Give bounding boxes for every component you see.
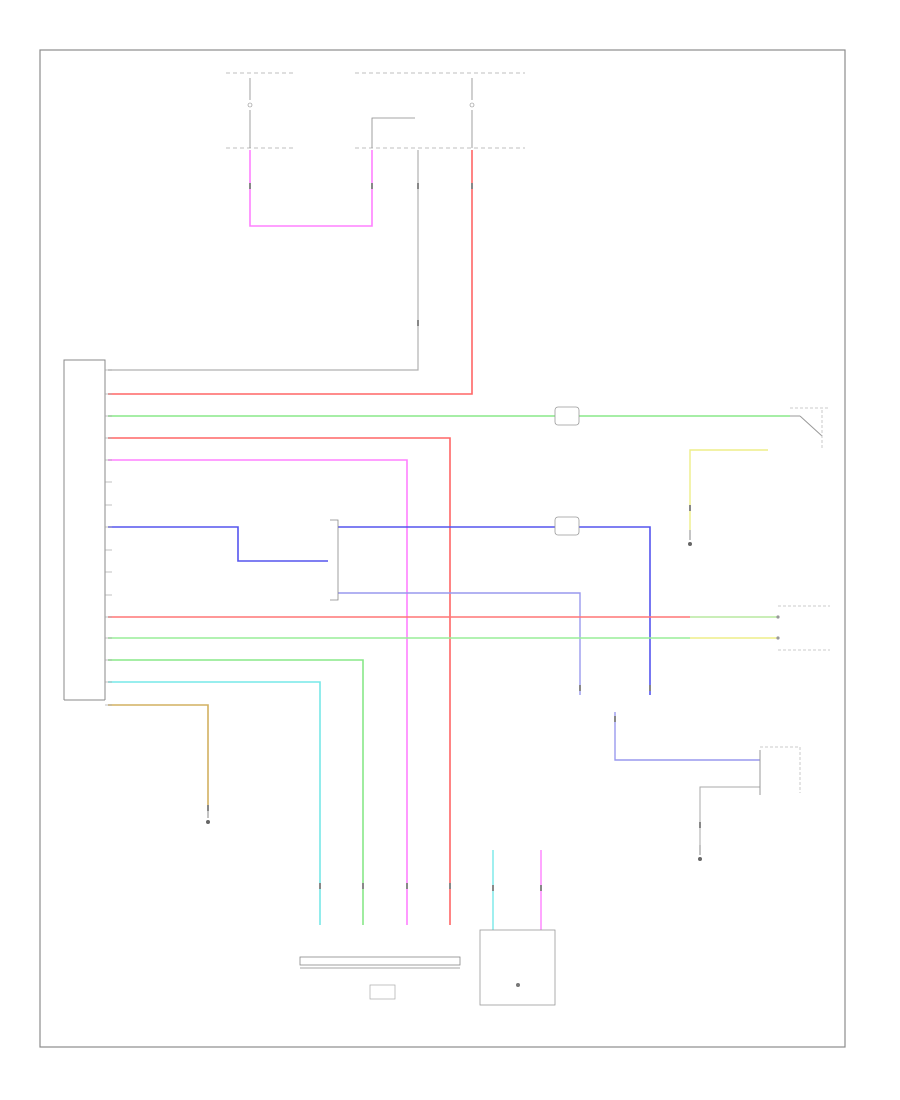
- relay-middle: [554, 516, 580, 536]
- diagram-frame: [39, 49, 846, 1048]
- switch-right-lower: [759, 746, 801, 795]
- ecu-connector-block: [63, 359, 106, 701]
- wire-green-3: [108, 659, 364, 925]
- wire-red-2: [108, 437, 451, 925]
- wire-tan-1: [108, 704, 209, 810]
- switch-right: [790, 407, 830, 450]
- bottom-right-device: [479, 929, 556, 1006]
- ground-symbol-left: [206, 810, 210, 824]
- wire-lavender: [338, 592, 581, 695]
- wire-cyan-1: [108, 681, 321, 925]
- wire-pink-top: [249, 150, 373, 227]
- wire-gray-2: [699, 786, 760, 845]
- fuse-box-left: [226, 72, 295, 149]
- wire-blue-2: [338, 526, 651, 695]
- fuse-box-right: [355, 72, 525, 149]
- wire-gray-1: [108, 150, 419, 371]
- relay-top: [554, 406, 580, 426]
- ecu-pin-ticks: [105, 369, 112, 706]
- ground-symbol-right-top: [688, 530, 692, 546]
- ground-symbol-right-bottom: [698, 845, 702, 861]
- wire-lavender-2: [614, 712, 760, 761]
- connector-right-middle: [776, 605, 830, 651]
- bottom-connector: [299, 956, 461, 1000]
- pin-markers: [207, 183, 701, 891]
- wire-pink-2: [108, 459, 408, 925]
- wire-red-1: [108, 150, 473, 395]
- wire-blue-1: [108, 526, 328, 562]
- bracket-switch: [330, 519, 339, 601]
- wire-yellow-1: [689, 449, 768, 530]
